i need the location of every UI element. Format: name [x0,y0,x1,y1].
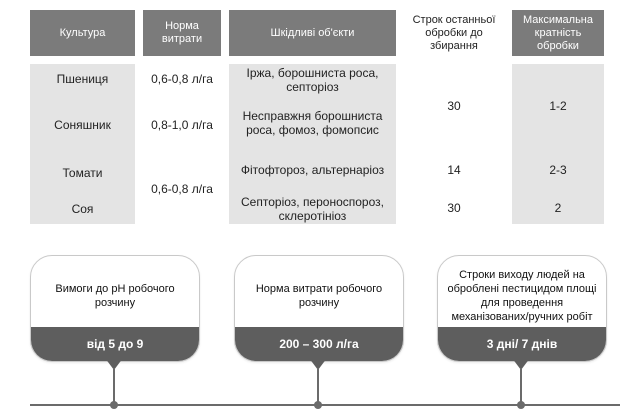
culture-cell: Пшениця [56,72,109,86]
solution-rate-card-value: 200 – 300 л/га [235,327,403,361]
header-max-frequency-label: Максимальна кратність обробки [522,13,593,52]
header-max-frequency: Максимальна кратність обробки [512,10,604,56]
header-pests: Шкідливі об'єкти [229,10,396,56]
header-rate: Норма витрати [143,10,221,56]
reentry-card-stem [520,368,522,406]
pests-column-bg [229,64,396,224]
solution-rate-card-pointer [309,358,327,370]
culture-cell: Соя [71,202,94,216]
culture-cell: Томати [62,166,103,180]
frequency-column-bg [512,64,604,224]
solution-rate-card-text: Норма витрати робочого розчину [255,283,383,309]
last-treatment-cell: 14 [447,163,461,177]
reentry-card: Строки виходу людей на оброблені пестици… [437,255,607,362]
header-last-treatment-label: Строк останньої обробки до збирання [412,13,496,52]
max-frequency-cell: 2-3 [549,163,567,177]
last-treatment-cell: 30 [447,99,461,113]
reentry-card-text: Строки виходу людей на оброблені пестици… [447,269,597,323]
solution-rate-card-stem [317,368,319,406]
ph-card: Вимоги до pH робочого розчину від 5 до 9 [30,255,200,362]
max-frequency-cell: 1-2 [549,99,567,113]
ph-card-stem [113,368,115,406]
rate-cell: 0,6-0,8 л/га [151,182,213,196]
header-pests-label: Шкідливі об'єкти [270,26,355,39]
solution-rate-card: Норма витрати робочого розчину 200 – 300… [234,255,404,362]
header-rate-label: Норма витрати [161,20,203,45]
reentry-card-value: 3 дні/ 7 днів [438,327,606,361]
header-last-treatment: Строк останньої обробки до збирання [402,10,506,56]
ph-card-value: від 5 до 9 [31,327,199,361]
pests-cell: Несправжня борошниста роса, фомоз, фомоп… [242,109,383,137]
timeline-axis [30,404,620,406]
culture-cell: Соняшник [54,118,111,132]
pests-cell: Фітофтороз, альтернаріоз [240,163,385,177]
culture-column-bg [30,64,135,224]
max-frequency-cell: 2 [554,201,562,215]
ph-card-text: Вимоги до pH робочого розчину [55,283,175,309]
rate-cell: 0,8-1,0 л/га [151,118,213,132]
rate-cell: 0,6-0,8 л/га [151,72,213,86]
last-treatment-cell: 30 [447,201,461,215]
pests-cell: Іржа, борошниста роса, септоріоз [246,66,379,94]
header-culture: Культура [30,10,135,56]
pests-cell: Септоріоз, пероноспороз, склеротініоз [241,195,384,223]
ph-card-pointer [105,358,123,370]
header-culture-label: Культура [59,26,106,39]
reentry-card-pointer [512,358,530,370]
